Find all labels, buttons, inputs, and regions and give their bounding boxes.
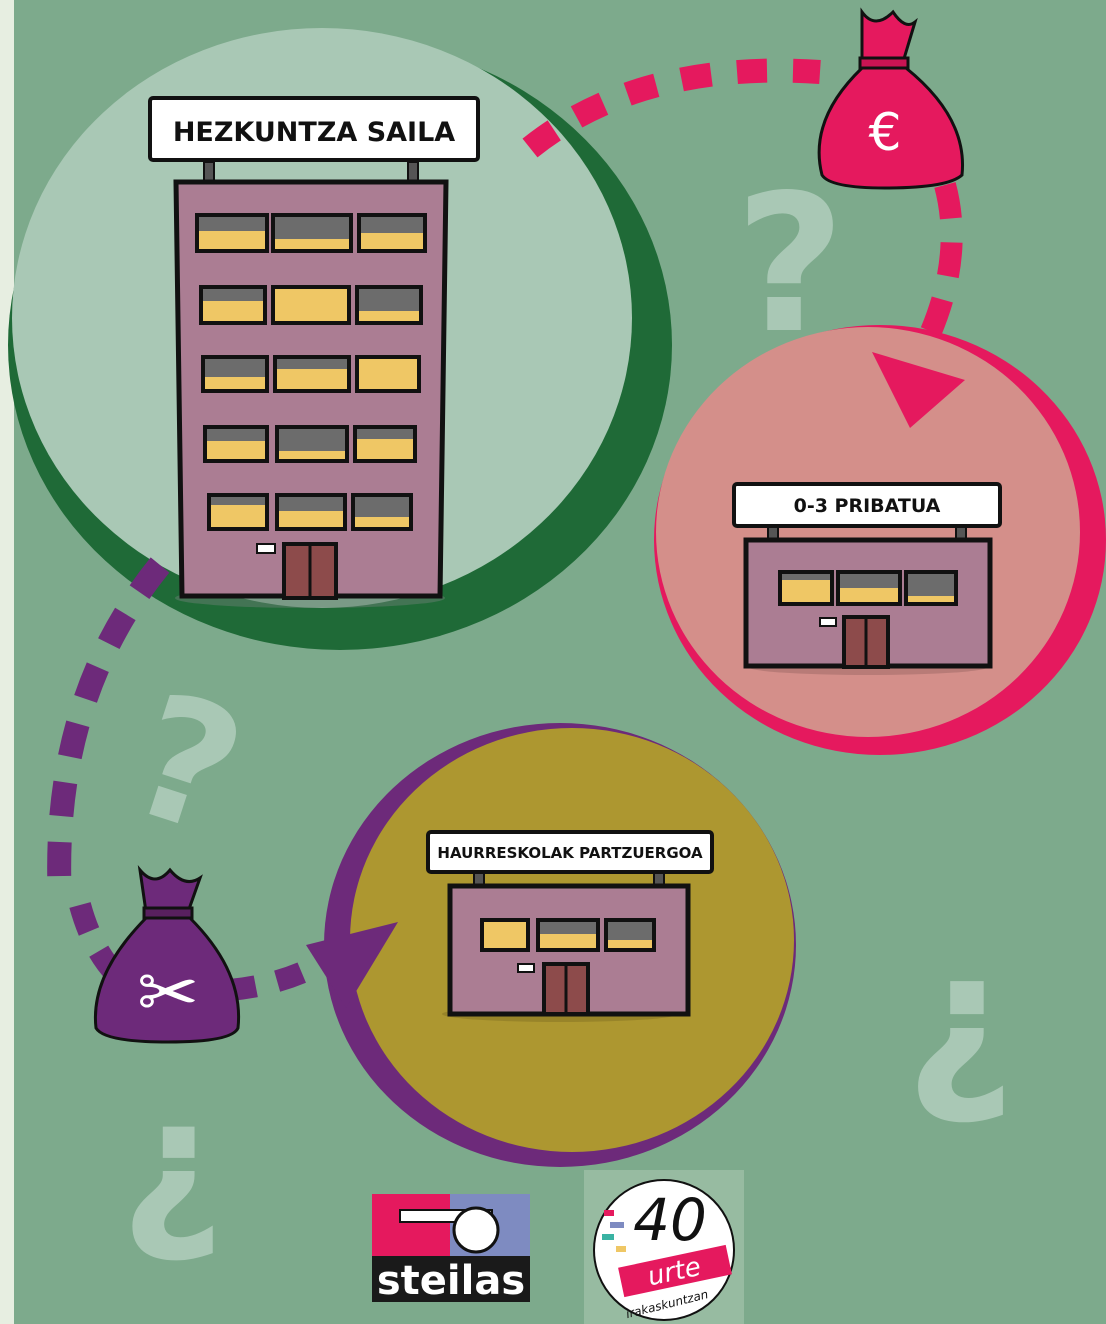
ministry-window-blind (355, 497, 409, 517)
purple-arrow-segment-curve (69, 901, 135, 994)
pink-arrow-head (872, 352, 965, 428)
forty-years-logo-bar (602, 1234, 614, 1240)
funding-arrow-purple (47, 557, 398, 1008)
steilas-logo-red-panel (372, 1194, 450, 1256)
consortium-door-sign (517, 963, 535, 973)
ministry-window-blind (207, 429, 265, 441)
consortium-sign (426, 830, 714, 874)
private-window-blind (782, 574, 830, 580)
ministry-window-blind (211, 497, 265, 505)
left-margin-strip (0, 0, 14, 1324)
euro-bag-body (817, 66, 965, 190)
ministry-window (355, 355, 421, 393)
forty-years-logo-bar (604, 1210, 614, 1216)
ministry-window-blind (205, 359, 265, 377)
ministry-window-blind (359, 289, 419, 311)
forty-years-logo-bar (610, 1222, 624, 1228)
scissors-bag-top (137, 864, 203, 914)
ministry-window (271, 285, 351, 325)
private-circle-fill (656, 327, 1080, 737)
purple-arrow-segment-right (228, 955, 324, 1001)
forty-years-logo-number: 40 (633, 1186, 707, 1254)
ministry-window-blind (277, 359, 347, 369)
private-sign-text: 0-3 PRIBATUA (794, 495, 941, 517)
consortium-window-blind (540, 922, 596, 934)
funding-arrow-pink (522, 58, 965, 428)
inverted-question-mark-decoration-1: ¿ (905, 909, 1015, 1130)
consortium-sign-text: HAURRESKOLAK PARTZUERGOA (437, 844, 703, 862)
inverted-question-mark-decoration-2: ¿ (120, 1059, 224, 1268)
private-window-blind (908, 574, 954, 596)
purple-arrow-segment-down (47, 557, 170, 901)
ministry-door-sign (256, 543, 276, 554)
ministry-sign (148, 96, 480, 162)
ministry-window-blind (357, 429, 413, 439)
steilas-logo: steilas (372, 1194, 530, 1304)
steilas-logo-fist (452, 1206, 500, 1254)
consortium-window (480, 918, 530, 952)
ministry-sign-text: HEZKUNTZA SAILA (173, 117, 455, 148)
forty-years-logo-bar (616, 1246, 626, 1252)
private-building: 0-3 PRIBATUA (732, 482, 1002, 675)
forty-years-logo: 40 urte irakaskuntzan (584, 1170, 744, 1324)
ministry-window-blind (275, 217, 349, 239)
private-sign (732, 482, 1002, 528)
ministry-window-blind (199, 217, 265, 231)
private-window-blind (840, 574, 898, 588)
forty-years-logo-ribbon (618, 1244, 732, 1298)
euro-bag-top (860, 7, 918, 64)
consortium-window-blind (608, 922, 652, 940)
consortium-building: HAURRESKOLAK PARTZUERGOA (426, 830, 714, 1022)
ministry-window-blind (203, 289, 263, 301)
ministry-window-blind (361, 217, 423, 233)
euro-money-bag: € (817, 7, 965, 190)
scissors-icon: ✂ (137, 950, 199, 1036)
scissors-bag-body (93, 916, 241, 1044)
ministry-building: HEZKUNTZA SAILA (148, 96, 480, 608)
purple-arrow-head (306, 922, 398, 1008)
steilas-logo-text: steilas (377, 1258, 525, 1304)
ministry-window-blind (279, 497, 343, 511)
ministry-window-blind (279, 429, 345, 451)
private-door-sign (819, 617, 837, 627)
pink-arrow-segment-down (915, 182, 963, 350)
euro-icon: € (868, 103, 901, 163)
scissors-money-bag: ✂ (93, 864, 241, 1044)
